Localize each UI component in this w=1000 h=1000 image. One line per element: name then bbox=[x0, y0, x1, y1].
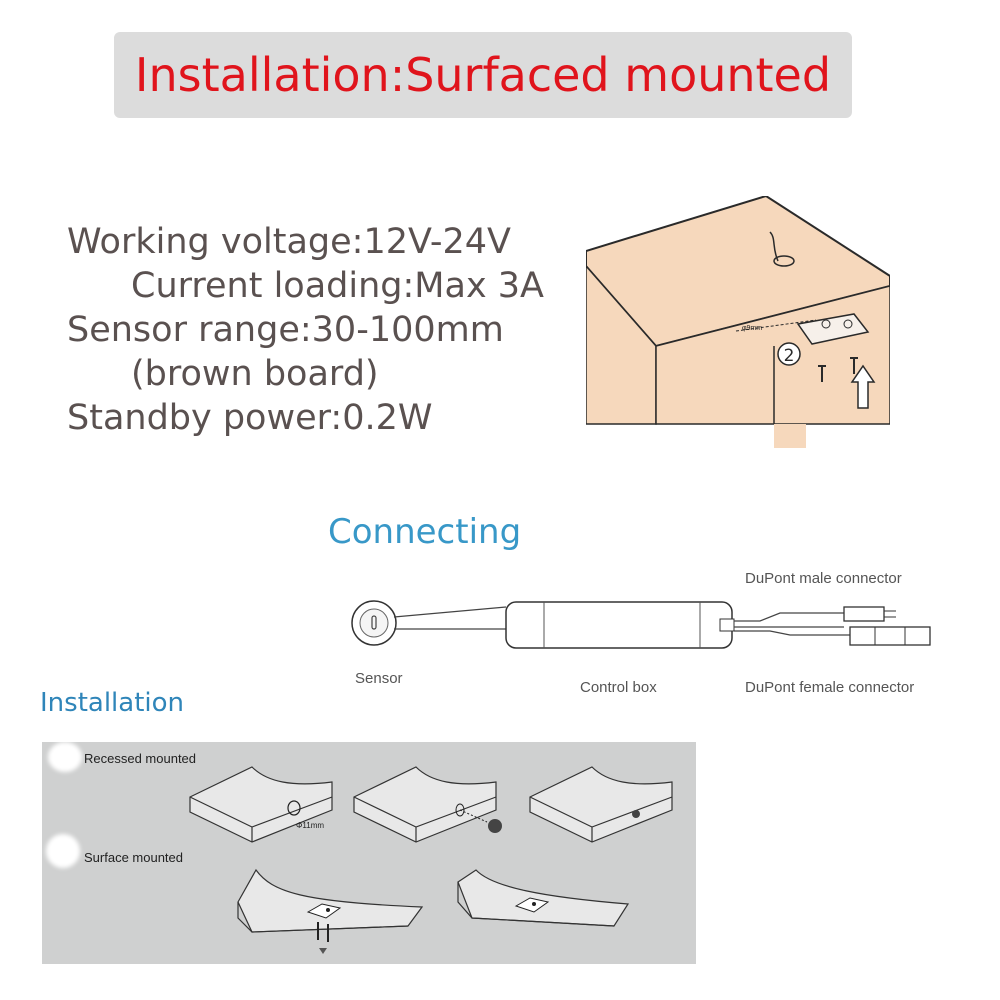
surface-step-2 bbox=[457, 869, 630, 927]
sensor-icon bbox=[488, 819, 502, 833]
spec-current-loading: Current loading:Max 3A bbox=[131, 266, 544, 306]
recessed-mounted-label: Recessed mounted bbox=[84, 751, 197, 766]
male-connector-label: DuPont male connector bbox=[745, 570, 902, 587]
installation-steps-figure: Φ11mm bbox=[189, 766, 673, 954]
page-title: Installation:Surfaced mounted bbox=[134, 48, 832, 102]
arrow-up-icon bbox=[850, 364, 876, 409]
spec-sensor-range-note: (brown board) bbox=[131, 354, 379, 394]
recessed-step-3 bbox=[529, 766, 673, 843]
cabinet-top bbox=[586, 196, 890, 348]
step-number-badge bbox=[777, 342, 801, 366]
male-connector-icon bbox=[843, 606, 885, 622]
surface-mounted-label: Surface mounted bbox=[84, 850, 184, 865]
wiring-diagram bbox=[351, 600, 931, 649]
recessed-step-1: Φ11mm bbox=[189, 766, 333, 843]
control-box-icon bbox=[796, 313, 870, 345]
spec-working-voltage: Working voltage:12V-24V bbox=[67, 222, 511, 262]
step-number: 2 bbox=[784, 346, 795, 366]
screw-icon bbox=[850, 357, 858, 374]
installation-heading: Installation bbox=[40, 688, 185, 718]
arrow-up-icon bbox=[319, 948, 327, 954]
female-connector-icon bbox=[849, 626, 931, 646]
title-banner bbox=[114, 32, 852, 118]
sensor-label: Sensor bbox=[355, 670, 403, 687]
cable-hole-icon bbox=[773, 255, 795, 267]
sensor-icon bbox=[632, 810, 640, 818]
drill-hole-icon bbox=[287, 800, 301, 816]
control-box-label: Control box bbox=[580, 679, 657, 696]
dimension-label: φ9mm bbox=[742, 325, 762, 332]
cabinet-install-figure: φ9mm 2 bbox=[586, 196, 890, 448]
screw-icon bbox=[818, 365, 826, 382]
screw-icon bbox=[317, 922, 329, 942]
hole-size-label: Φ11mm bbox=[296, 821, 324, 830]
connecting-heading: Connecting bbox=[328, 512, 522, 552]
spec-standby-power: Standby power:0.2W bbox=[67, 398, 433, 438]
female-connector-label: DuPont female connector bbox=[745, 679, 915, 696]
recessed-step-2 bbox=[353, 766, 502, 843]
control-box-icon bbox=[505, 601, 733, 649]
spec-sensor-range: Sensor range:30-100mm bbox=[67, 310, 504, 350]
surface-step-1 bbox=[237, 868, 424, 954]
